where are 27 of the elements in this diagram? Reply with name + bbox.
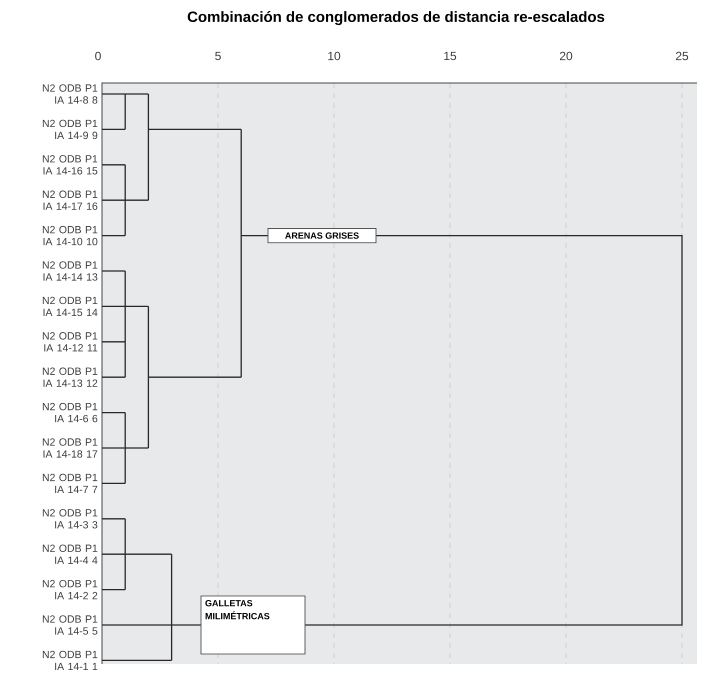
leaf-label: N2 ODB P1 IA 14-6 6 [42, 402, 98, 422]
connector-line [305, 234, 683, 626]
leaf-label: N2 ODB P1 IA 14-17 16 [42, 190, 98, 210]
tick-label: 10 [328, 52, 340, 60]
leaf-label: N2 ODB P1 IA 14-12 11 [42, 332, 98, 352]
chart-title: Combinación de conglomerados de distancia re-escalados [188, 10, 604, 26]
leaf-label: N2 ODB P1 IA 14-1 1 [42, 650, 98, 670]
tick-label: 20 [560, 52, 572, 60]
tick-label: 15 [444, 52, 456, 60]
leaf-label: N2 ODB P1 IA 14-5 5 [42, 615, 98, 635]
leaf-label: N2 ODB P1 IA 14-16 15 [42, 155, 98, 174]
leaf-label: N2 ODB P1 IA 14-15 14 [42, 296, 98, 316]
leaf-label: N2 ODB P1 IA 14-13 12 [42, 368, 98, 387]
leaf-label: N2 ODB P1 IA 14-9 9 [42, 120, 98, 140]
leaf-label: N2 ODB P1 IA 14-3 3 [42, 509, 98, 528]
leaf-label: N2 ODB P1 IA 14-10 10 [42, 226, 98, 246]
leaf-label: N2 ODB P1 IA 14-18 17 [42, 438, 98, 458]
tick-label: 0 [95, 52, 101, 60]
cluster-box: ARENAS GRISES [268, 228, 376, 244]
tick-label: 5 [215, 52, 221, 60]
leaf-label: N2 ODB P1 IA 14-8 8 [42, 84, 98, 104]
cluster-box: GALLETAS MILIMÉTRICAS [200, 596, 306, 654]
leaf-label: N2 ODB P1 IA 14-7 7 [42, 474, 98, 494]
leaf-label: N2 ODB P1 IA 14-14 13 [42, 261, 98, 281]
leaf-label: N2 ODB P1 IA 14-4 4 [42, 544, 98, 564]
tick-label: 25 [676, 52, 688, 60]
leaf-label: N2 ODB P1 IA 14-2 2 [42, 580, 98, 600]
